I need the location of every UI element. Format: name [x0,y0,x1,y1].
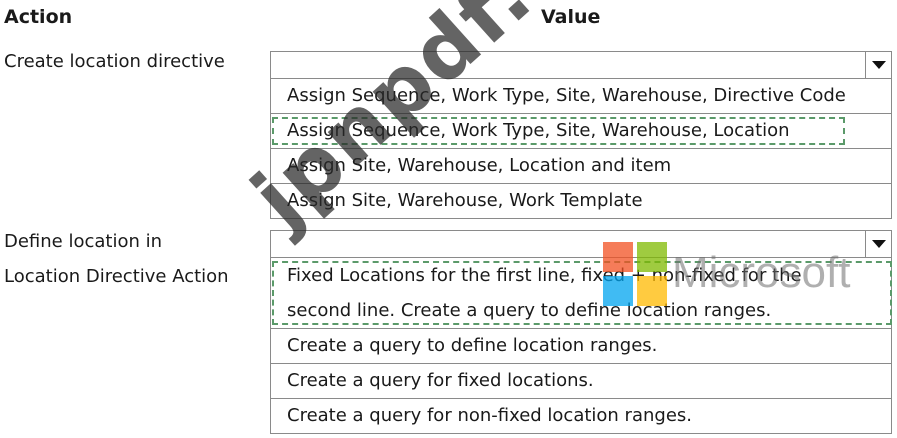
dropdown-define-location[interactable]: Fixed Locations for the first line, fixe… [270,230,892,434]
dropdown-option-selected[interactable]: Fixed Locations for the first line, fixe… [271,258,892,329]
dropdown-header[interactable] [271,52,891,79]
dropdown-header[interactable] [271,231,891,258]
dropdown-option[interactable]: Create a query for non-fixed location ra… [287,405,692,426]
chevron-down-icon[interactable] [865,231,891,257]
dropdown-option[interactable]: Assign Site, Warehouse, Location and ite… [271,149,891,184]
header-action: Action [4,6,73,28]
dropdown-option[interactable]: Assign Site, Warehouse, Work Template [287,190,643,211]
dropdown-option[interactable]: Assign Sequence, Work Type, Site, Wareho… [271,79,891,114]
dropdown-option-selected[interactable]: Assign Sequence, Work Type, Site, Wareho… [271,114,891,149]
dropdown-option[interactable]: Create a query for fixed locations. [271,364,891,399]
chevron-down-icon[interactable] [865,52,891,78]
dropdown-option[interactable]: Create a query to define location ranges… [271,329,891,364]
dropdown-create-location-directive[interactable]: Assign Sequence, Work Type, Site, Wareho… [270,51,892,219]
action-label-define-location-line1: Define location in [4,231,163,252]
action-label-define-location-line2: Location Directive Action [4,266,229,287]
action-label-create-location-directive: Create location directive [4,51,225,72]
header-value: Value [541,6,601,28]
